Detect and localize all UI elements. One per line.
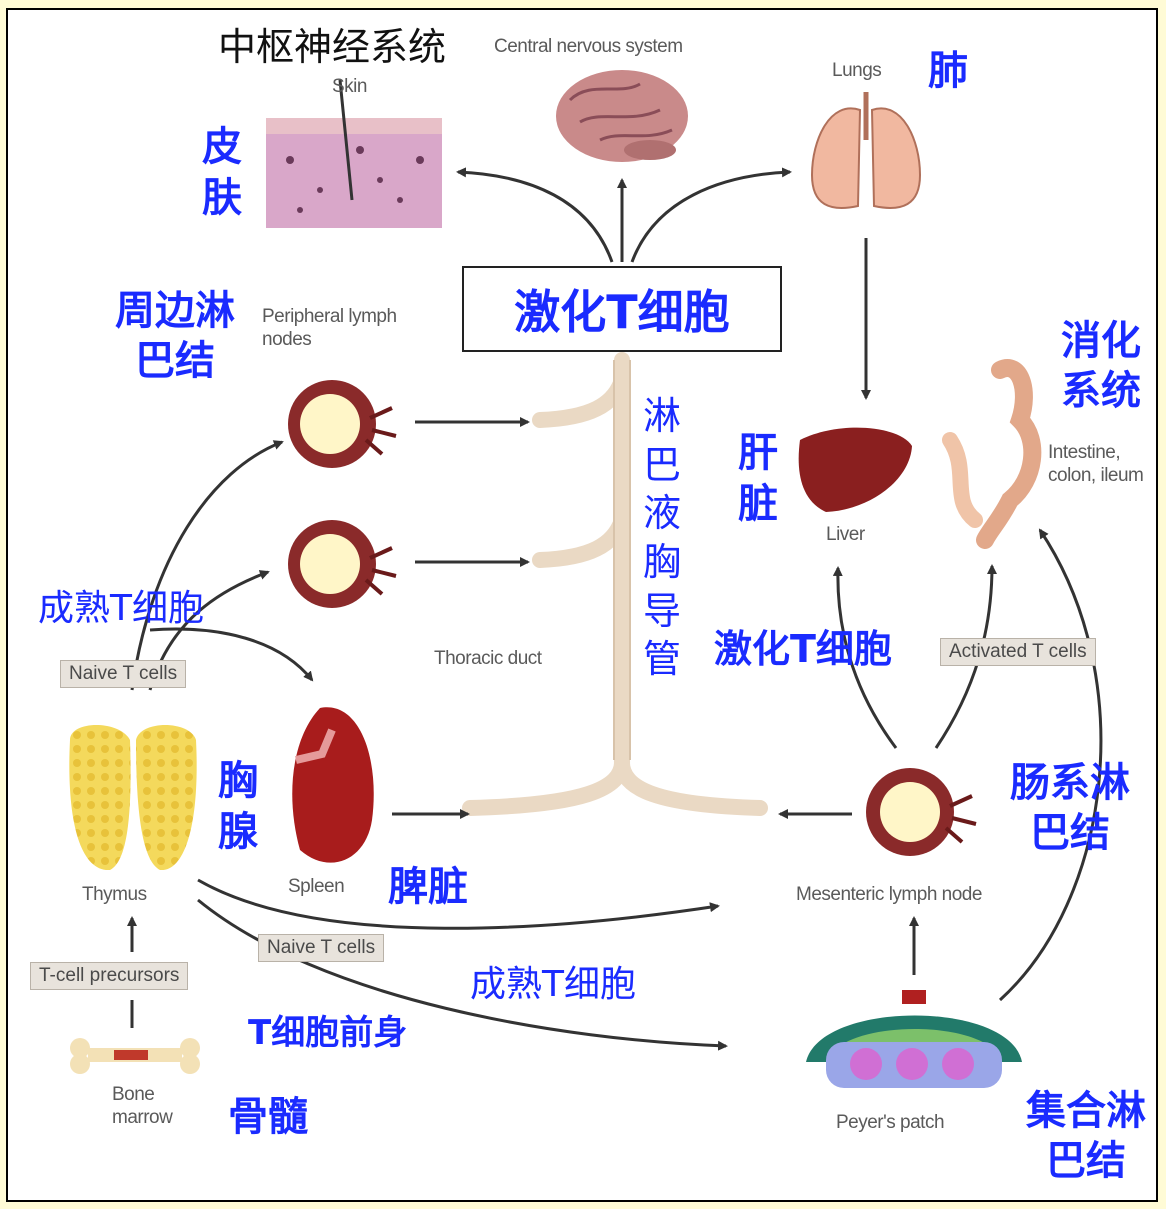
label-thymus-cn: 胸腺	[216, 756, 260, 858]
label-activated-mid-cn: 激化T细胞	[714, 626, 892, 674]
intestine-icon	[950, 368, 1032, 540]
brain-icon	[556, 70, 688, 162]
label-peyer-cn: 集合淋巴结	[1020, 1086, 1152, 1186]
mesenteric-node-icon	[866, 768, 976, 856]
lungs-icon	[812, 92, 920, 208]
label-spleen-cn: 脾脏	[388, 862, 468, 912]
skin-icon	[266, 80, 442, 228]
bone-icon	[70, 1038, 200, 1074]
label-thymus-en: Thymus	[82, 884, 147, 906]
spleen-icon	[292, 707, 373, 862]
peripheral-node-2-icon	[288, 520, 396, 608]
label-liver-en: Liver	[826, 524, 865, 546]
label-cns-en: Central nervous system	[494, 36, 683, 58]
label-intestine-en: Intestine, colon, ileum	[1048, 442, 1148, 488]
label-skin-cn: 皮肤	[200, 122, 244, 224]
peyer-patch-icon	[806, 990, 1022, 1088]
label-peyer-en: Peyer's patch	[836, 1112, 944, 1134]
label-mesenteric-cn: 肠系淋巴结	[1004, 758, 1136, 858]
label-thoracic-en: Thoracic duct	[434, 648, 542, 670]
tag-t-cell-precursors: T-cell precursors	[30, 962, 188, 990]
label-peripheral-en: Peripheral lymph nodes	[262, 306, 422, 352]
label-bone-cn: 骨髓	[228, 1092, 308, 1142]
label-mature-left-cn: 成熟T细胞	[38, 586, 204, 631]
label-bone-en: Bone marrow	[112, 1084, 202, 1130]
label-cns-cn: 中枢神经系统	[218, 24, 446, 72]
label-lungs-en: Lungs	[832, 60, 881, 82]
peripheral-node-1-icon	[288, 380, 396, 468]
tag-naive-bottom: Naive T cells	[258, 934, 384, 962]
label-skin-en: Skin	[332, 76, 367, 98]
tag-activated-t-cells: Activated T cells	[940, 638, 1096, 666]
label-lungs-cn: 肺	[928, 46, 968, 96]
tag-naive-top: Naive T cells	[60, 660, 186, 688]
label-digestive-cn: 消化系统	[1056, 316, 1146, 416]
label-liver-cn: 肝脏	[736, 428, 780, 530]
label-mesenteric-en: Mesenteric lymph node	[796, 884, 982, 906]
thymus-arrows	[132, 442, 726, 1046]
liver-icon	[799, 428, 912, 512]
thymus-icon	[69, 725, 196, 870]
upward-arrows	[458, 172, 790, 262]
label-precursor-cn: T细胞前身	[248, 1012, 407, 1055]
label-thoracic-cn: 淋巴液胸导管	[640, 392, 684, 684]
label-mature-bottom-cn: 成熟T细胞	[470, 962, 636, 1007]
label-peripheral-cn: 周边淋巴结	[110, 286, 240, 386]
activated-t-cells-title: 激化T细胞	[462, 266, 782, 352]
label-spleen-en: Spleen	[288, 876, 344, 898]
